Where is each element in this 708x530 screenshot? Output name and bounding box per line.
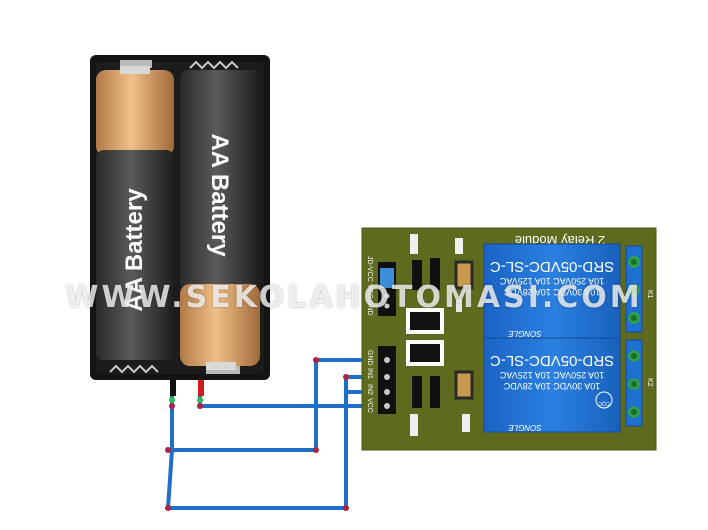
wire-vcc bbox=[198, 396, 388, 408]
optocoupler-2 bbox=[410, 344, 440, 362]
label-k2: K2 bbox=[646, 378, 653, 387]
relay-1-rating-dc: 10A 30VDC 10A 28VDC bbox=[503, 287, 600, 297]
jumper-cap bbox=[380, 268, 394, 288]
pin-label-in2: IN2 bbox=[366, 384, 373, 395]
negative-lead bbox=[170, 380, 176, 396]
battery-label-right: AA Battery bbox=[206, 133, 233, 257]
pin-label-in1: IN1 bbox=[366, 368, 373, 379]
positive-lead bbox=[198, 380, 204, 396]
relay-2-brand: SONGLE bbox=[508, 423, 542, 432]
pin-vcc[interactable] bbox=[384, 403, 390, 409]
relay-2: SRD-05VDC-SL-C 10A 250VAC 10A 125VAC 10A… bbox=[483, 337, 621, 433]
resistor bbox=[410, 234, 418, 254]
spring-icon bbox=[189, 60, 239, 70]
pin-label-vcc-top: VCC bbox=[366, 284, 373, 299]
terminal-block-k1 bbox=[625, 245, 643, 333]
relay-1: SRD-05VDC-SL-C 10A 250VAC 10A 125VAC 10A… bbox=[483, 243, 621, 339]
pin-in1[interactable] bbox=[384, 374, 390, 380]
battery-holder: AA Battery AA Battery bbox=[90, 55, 270, 396]
label-k1: K1 bbox=[646, 290, 653, 299]
relay-2-rating-dc: 10A 30VDC 10A 28VDC bbox=[503, 381, 600, 391]
terminal-block-k2 bbox=[625, 339, 643, 427]
spring-icon bbox=[109, 364, 159, 374]
relay-1-brand: SONGLE bbox=[508, 329, 542, 338]
transistor bbox=[412, 260, 422, 290]
wire-joints bbox=[165, 357, 349, 511]
relay-2-model: SRD-05VDC-SL-C bbox=[490, 352, 614, 369]
pin-label-gnd-top: GND bbox=[366, 300, 373, 316]
transistor bbox=[412, 376, 422, 408]
capacitor bbox=[454, 260, 474, 290]
resistor bbox=[462, 414, 470, 432]
pin-label-gnd: GND bbox=[366, 350, 373, 366]
battery-label-left: AA Battery bbox=[121, 188, 148, 312]
pin-in2[interactable] bbox=[384, 389, 390, 395]
relay-1-rating-ac: 10A 250VAC 10A 125VAC bbox=[499, 276, 604, 286]
watermark: WWW.SEKOLAHOTOMASI.COM bbox=[65, 280, 643, 315]
transistor bbox=[430, 258, 440, 290]
relay-1-model: SRD-05VDC-SL-C bbox=[490, 258, 614, 275]
resistor bbox=[410, 414, 418, 436]
pin-gnd[interactable] bbox=[384, 357, 390, 363]
pin-label-jdvcc: JD-VCC bbox=[366, 256, 373, 282]
capacitor bbox=[454, 370, 474, 400]
optocoupler-1 bbox=[410, 312, 440, 330]
relay-2-rating-ac: 10A 250VAC 10A 125VAC bbox=[499, 370, 604, 380]
led bbox=[456, 300, 462, 312]
transistor bbox=[430, 376, 440, 408]
pin-label-vcc: VCC bbox=[366, 398, 373, 413]
top-terminal-left bbox=[120, 60, 152, 68]
resistor bbox=[455, 238, 463, 254]
relay-2-cert: CQC bbox=[598, 400, 610, 406]
battery-cell-left bbox=[96, 66, 174, 360]
joint-green bbox=[169, 397, 175, 403]
battery-cell-right bbox=[180, 70, 260, 370]
cqc-mark-icon bbox=[595, 391, 613, 409]
joint-green bbox=[197, 397, 203, 403]
relay-module: 2 Relay Module JD-VCC VCC GND GND IN1 IN… bbox=[361, 227, 657, 451]
